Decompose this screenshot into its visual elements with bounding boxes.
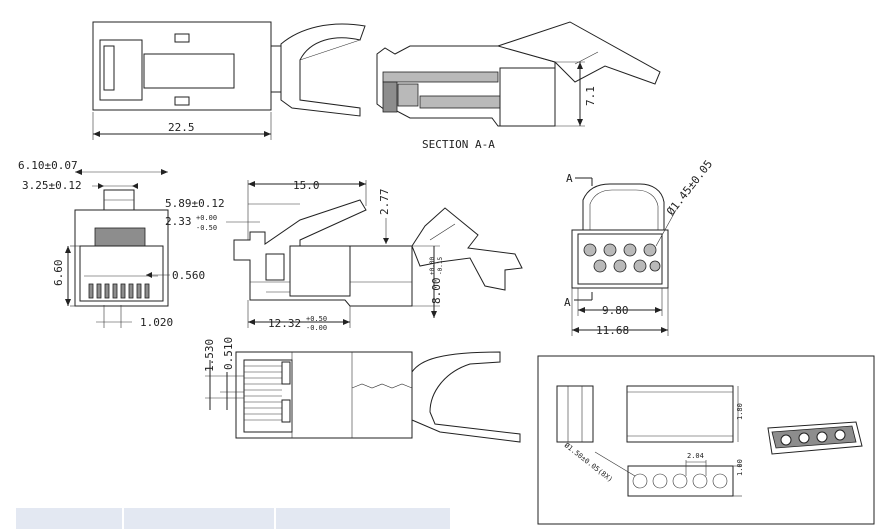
insert-height-label: 1.00 — [736, 459, 744, 476]
footer-cell-3 — [276, 508, 451, 529]
side-height-tol-plus: +0.00 — [429, 257, 436, 275]
insert-hole-dia-label: Ø1.50±0.05(8X) — [563, 441, 614, 484]
side-height-label: 8.00 — [430, 278, 443, 305]
bottom-contacts — [244, 365, 282, 421]
side-top-offset-label: 5.89±0.12 — [165, 197, 225, 210]
footer-table-strip — [0, 508, 883, 529]
section-title: SECTION A-A — [422, 138, 495, 151]
insert-pitch-label: 2.04 — [687, 452, 704, 460]
front-pin-spacing-label: 1.020 — [140, 316, 173, 329]
insert-holes — [632, 473, 728, 489]
bottom-dim-2-label: 0.510 — [222, 337, 235, 370]
section-marker-bottom: A — [564, 296, 571, 309]
insert-dim-height-label: 1.80 — [736, 403, 744, 420]
boot-wire-holes — [583, 243, 661, 273]
front-tab-width-label: 3.25±0.12 — [22, 179, 82, 192]
front-view: 6.10±0.07 3.25±0.12 6.60 — [18, 159, 205, 329]
section-a-a: 7.1 SECTION A-A — [376, 21, 661, 151]
boot-outer-width-label: 11.68 — [596, 324, 629, 337]
boot-inner-width-label: 9.80 — [602, 304, 629, 317]
side-height-small-label: 2.77 — [378, 189, 391, 216]
side-offset-2-tol-minus: -0.50 — [196, 224, 217, 232]
side-height-tol-minus: -0.15 — [437, 257, 444, 275]
side-view: 15.0 5.89±0.12 2.33 +0.00 -0.50 2.77 8.0… — [165, 179, 523, 332]
footer-cell-1 — [16, 508, 123, 529]
top-view: 22.5 — [92, 21, 366, 140]
side-length-label: 15.0 — [293, 179, 320, 192]
side-offset-2-label: 2.33 — [165, 215, 192, 228]
front-pin-pitch-label: 0.560 — [172, 269, 205, 282]
bottom-dim-1-label: 1.530 — [203, 339, 216, 372]
side-bottom-tol-plus: +0.50 — [306, 315, 327, 323]
front-pins — [88, 283, 150, 299]
side-offset-2-tol-plus: +0.00 — [196, 214, 217, 222]
section-height-label: 7.1 — [584, 86, 597, 106]
front-height-label: 6.60 — [52, 260, 65, 287]
front-width-label: 6.10±0.07 — [18, 159, 78, 172]
top-length-label: 22.5 — [168, 121, 195, 134]
boot-hole-dia-label: Ø1.45±0.05 — [664, 158, 715, 218]
footer-cell-4 — [452, 508, 453, 529]
side-bottom-length-label: 12.32 — [268, 317, 301, 330]
boot-front-view: A Ø1.45±0.05 A 9.80 11. — [564, 158, 715, 337]
insert-detail-box: 1.80 2.04 1.00 Ø1.50±0.05(8X) — [537, 355, 875, 525]
section-marker-top: A — [566, 172, 573, 185]
side-bottom-tol-minus: -0.00 — [306, 324, 327, 332]
footer-cell-2 — [124, 508, 275, 529]
bottom-view: 1.530 0.510 — [203, 337, 521, 443]
